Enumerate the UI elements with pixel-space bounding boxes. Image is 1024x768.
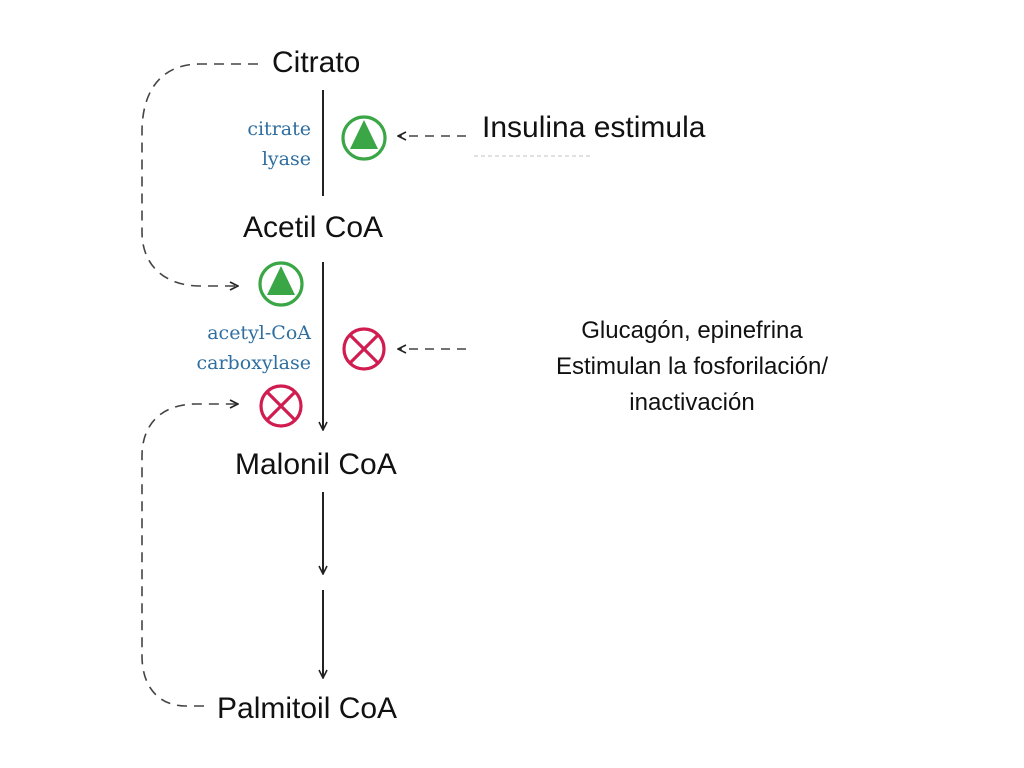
enzyme-name-line: citrate bbox=[247, 118, 311, 140]
regulator-glucagon-line: Estimulan la fosforilación/ bbox=[555, 353, 829, 380]
metabolite-acetil-coa: Acetil CoA bbox=[243, 211, 384, 244]
metabolite-palmitoil-coa: Palmitoil CoA bbox=[217, 692, 398, 725]
enzyme-name-line: lyase bbox=[261, 148, 311, 170]
inhibition-cross-icon bbox=[342, 327, 386, 371]
palmitoil-inhibition-loop bbox=[141, 404, 238, 707]
citrate-activation-loop bbox=[141, 63, 258, 286]
enzyme-acetyl-coa-carboxylase: acetyl-CoA carboxylase bbox=[196, 318, 311, 378]
regulator-glucagon-line: inactivación bbox=[629, 389, 755, 416]
enzyme-name-line: carboxylase bbox=[196, 352, 311, 374]
regulator-glucagon: Glucagón, epinefrina Estimulan la fosfor… bbox=[512, 313, 872, 421]
inhibition-cross-icon bbox=[259, 384, 303, 428]
enzyme-citrate-lyase: citrate lyase bbox=[247, 114, 311, 174]
activation-triangle-icon bbox=[258, 261, 304, 307]
metabolite-malonil-coa: Malonil CoA bbox=[235, 448, 397, 481]
metabolite-citrato: Citrato bbox=[272, 46, 361, 79]
regulator-glucagon-line: Glucagón, epinefrina bbox=[581, 317, 803, 344]
activation-triangle-icon bbox=[341, 115, 387, 161]
enzyme-name-line: acetyl-CoA bbox=[207, 322, 311, 344]
regulator-insulin: Insulina estimula bbox=[482, 111, 706, 144]
